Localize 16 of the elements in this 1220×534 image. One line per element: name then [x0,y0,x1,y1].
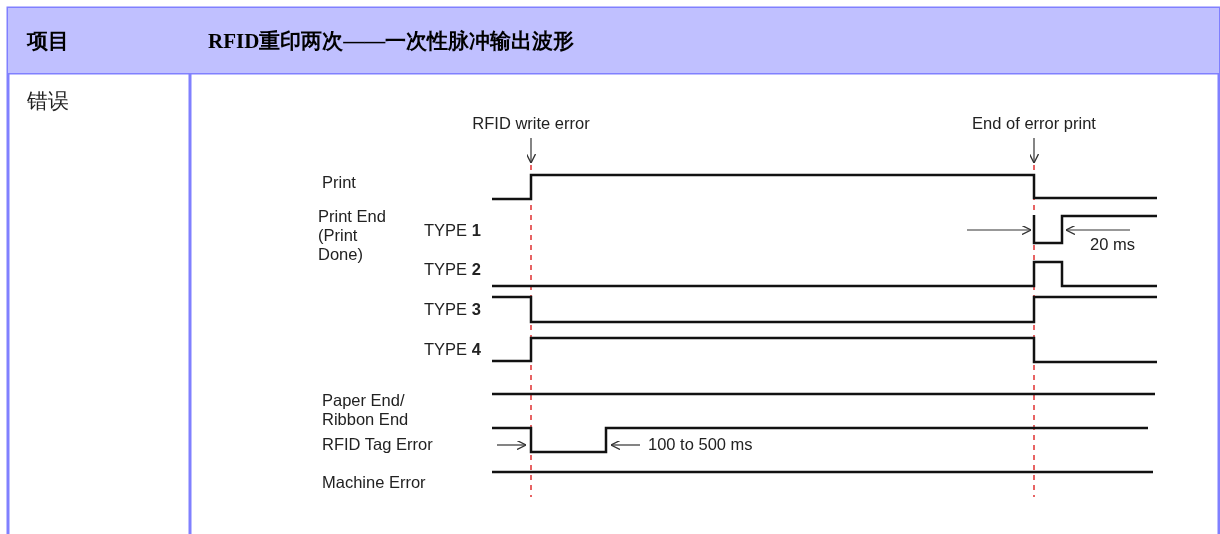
signal-label: Paper End/ Ribbon End [322,391,410,429]
table-header-cell: RFID重印两次——一次性脉冲输出波形 [190,8,1219,73]
table-header-cell: 项目 [8,8,190,73]
dimension-label: 20 ms [1090,235,1135,254]
type-label: TYPE 4 [424,340,481,359]
type-label: TYPE 3 [424,300,481,319]
type-label: TYPE 2 [424,260,481,279]
signal-label: RFID Tag Error [322,435,433,454]
type-label: TYPE 1 [424,221,481,240]
signal-label: Machine Error [322,473,426,492]
signal-label: Print [322,173,356,192]
dimension-label: 100 to 500 ms [648,435,753,454]
event-label: End of error print [972,114,1096,133]
row-label: 错误 [27,88,69,114]
event-label: RFID write error [472,114,590,133]
signal-label: Print End (Print Done) [318,207,387,264]
